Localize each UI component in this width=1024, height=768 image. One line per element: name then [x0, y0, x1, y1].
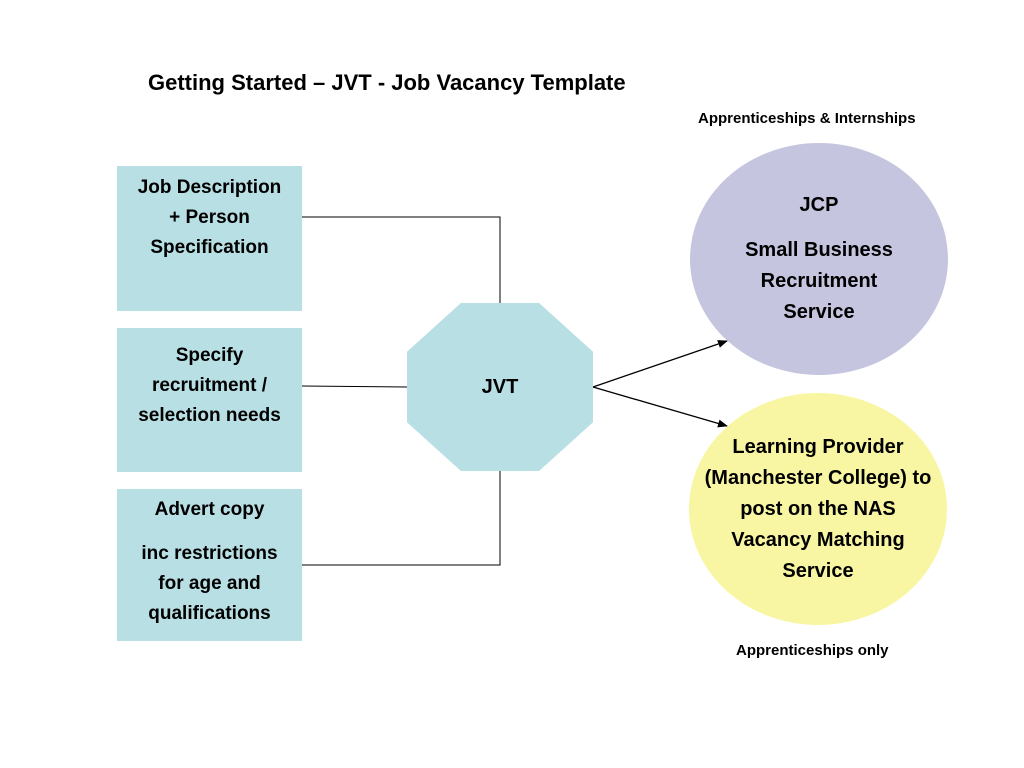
box-line: recruitment /: [151, 375, 268, 396]
box-line: Specify: [175, 345, 244, 366]
advert-copy-box: Advert copy inc restrictions for age and…: [117, 489, 302, 641]
ellipse-line: Vacancy Matching: [731, 528, 905, 551]
box-line: selection needs: [138, 405, 281, 426]
ellipse-line: Small Business: [745, 239, 893, 261]
connector-recruitment-needs: [301, 385, 408, 388]
jcp-heading: JCP: [799, 194, 839, 216]
box-line: Job Description: [137, 177, 282, 198]
box-line: Specification: [150, 237, 269, 258]
connector-job-description: [302, 216, 501, 303]
box-line: + Person: [169, 207, 250, 228]
connector-advert-copy: [302, 471, 501, 566]
box-line: qualifications: [148, 603, 271, 624]
arrow-to-jcp: [592, 340, 728, 388]
box-line: inc restrictions: [141, 543, 278, 564]
page-title: Getting Started – JVT - Job Vacancy Temp…: [148, 70, 626, 95]
box-heading: Advert copy: [154, 499, 265, 520]
ellipse-line: Recruitment: [760, 270, 878, 292]
jcp-ellipse: JCP Small Business Recruitment Service: [690, 143, 948, 375]
ellipse-line: Learning Provider: [732, 435, 904, 458]
ellipse-line: (Manchester College) to: [704, 466, 932, 489]
job-description-box: Job Description + Person Specification: [117, 166, 302, 311]
jcp-caption: Apprenticeships & Internships: [698, 110, 916, 127]
arrow-to-learning-provider: [592, 386, 728, 428]
recruitment-needs-box: Specify recruitment / selection needs: [117, 328, 302, 472]
ellipse-line: post on the NAS: [740, 497, 896, 520]
box-line: for age and: [158, 573, 261, 594]
learning-provider-caption: Apprenticeships only: [736, 642, 889, 659]
ellipse-line: Service: [782, 559, 854, 582]
ellipse-line: Service: [783, 301, 855, 323]
learning-provider-ellipse: Learning Provider (Manchester College) t…: [689, 393, 947, 625]
jvt-hub: JVT: [407, 303, 593, 471]
jvt-label: JVT: [481, 375, 519, 398]
